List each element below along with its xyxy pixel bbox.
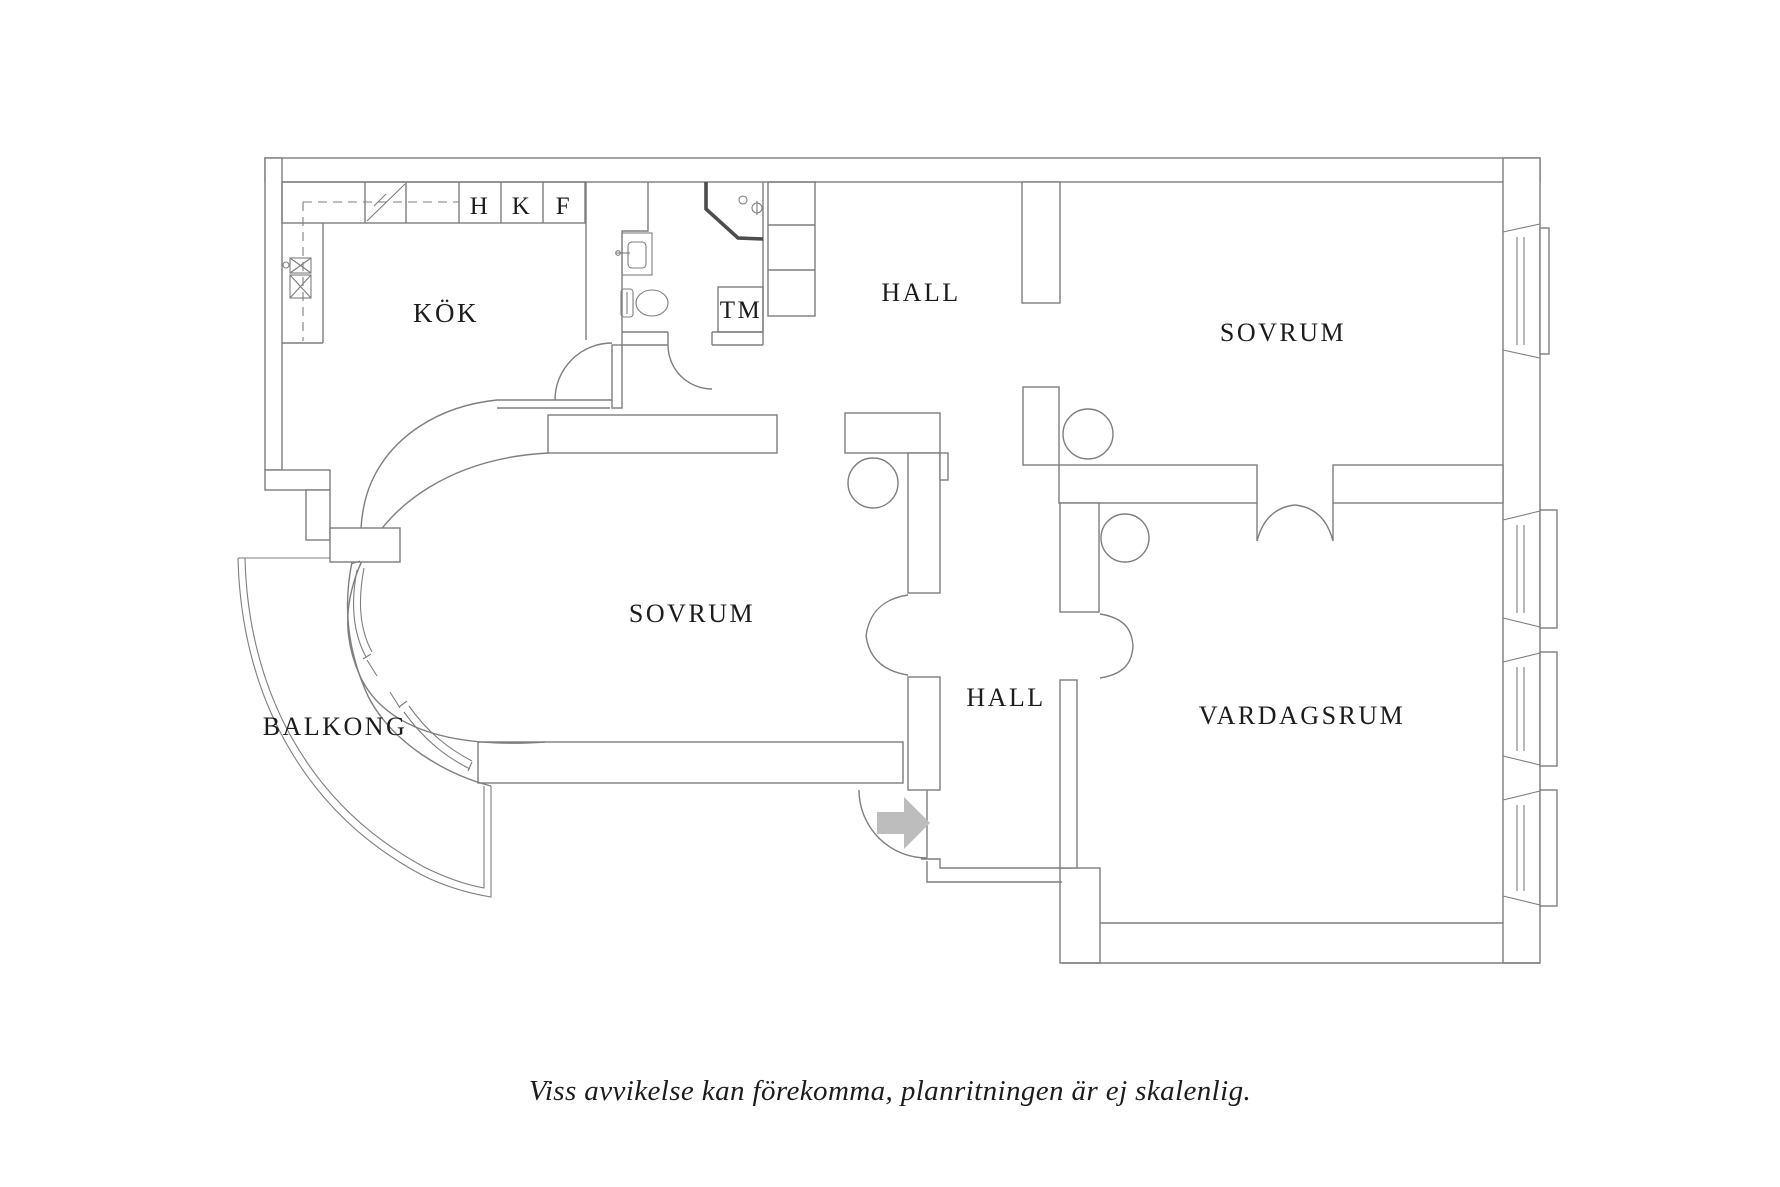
tiled-stoves bbox=[847, 408, 1150, 563]
label-washing-machine: TM bbox=[720, 297, 763, 324]
tiled-stove-icon-1 bbox=[847, 457, 899, 509]
balcony bbox=[237, 557, 492, 898]
french-door-sovrum-vardagsrum bbox=[1256, 503, 1334, 542]
interior-walls bbox=[477, 181, 1504, 869]
entry-wall-outer bbox=[926, 861, 1062, 883]
bathroom-south-wall bbox=[622, 331, 763, 346]
curved-window-1-glass-b bbox=[359, 567, 373, 653]
entry-wall-inner bbox=[921, 858, 1062, 869]
kitchen-door-jamb bbox=[611, 344, 623, 409]
windows-east bbox=[1502, 223, 1558, 907]
wall-sovrum-center-south bbox=[477, 741, 904, 784]
label-cabinet-f: F bbox=[556, 193, 572, 220]
curve-step-box bbox=[329, 527, 401, 563]
wall-hall-west-lower bbox=[907, 676, 941, 791]
wall-sovrum-ne-south-left bbox=[1058, 464, 1258, 504]
toilet-icon bbox=[620, 288, 669, 318]
wall-west bbox=[264, 157, 283, 471]
wall-notch bbox=[939, 452, 949, 481]
bathroom-west-wall bbox=[621, 182, 649, 345]
label-hall-lower: HALL bbox=[966, 683, 1045, 712]
label-balkong: BALKONG bbox=[263, 712, 408, 741]
washing-machine-box bbox=[717, 286, 764, 333]
label-vardagsrum: VARDAGSRUM bbox=[1199, 701, 1406, 730]
wall-sovrum-center-north bbox=[547, 414, 778, 454]
entrance-door bbox=[858, 789, 930, 859]
window-vardagsrum-3 bbox=[1502, 789, 1558, 907]
curved-window-2-glass-a bbox=[403, 711, 471, 770]
tiled-stove-icon-3 bbox=[1100, 513, 1150, 563]
wall-vardagsrum-west-lower bbox=[1059, 679, 1078, 869]
curve-inner-room bbox=[347, 452, 549, 744]
wall-vardagsrum-west-upper bbox=[1059, 502, 1100, 613]
wall-north bbox=[264, 157, 1541, 183]
label-hall-upper: HALL bbox=[881, 278, 960, 307]
bathroom-door-arc bbox=[667, 344, 713, 390]
label-cabinet-k: K bbox=[512, 193, 533, 220]
wall-sovrum-ne-south-right bbox=[1332, 464, 1504, 504]
curved-window-2-glass-b bbox=[408, 705, 473, 762]
wall-west-lower bbox=[305, 489, 331, 541]
window-vardagsrum-1 bbox=[1502, 509, 1558, 629]
french-door-sovrum-hall bbox=[865, 594, 909, 676]
kitchen bbox=[281, 181, 623, 409]
curve-outer-lower bbox=[346, 561, 492, 787]
shower-drain-icon bbox=[738, 195, 748, 205]
label-cabinet-h: H bbox=[470, 193, 491, 220]
ventilation-shaft-icon bbox=[282, 257, 312, 299]
tiled-stove-icon-2 bbox=[1062, 408, 1114, 460]
closet-column bbox=[767, 181, 816, 317]
washbasin-icon bbox=[615, 232, 653, 276]
wall-hall-west-upper bbox=[907, 452, 941, 594]
window-sovrum-ne bbox=[1502, 223, 1550, 359]
wall-west-step bbox=[264, 469, 331, 491]
wall-hall-sovrum-stub-s bbox=[1022, 386, 1060, 466]
kitchen-counter bbox=[281, 181, 586, 224]
curve-outer-upper bbox=[360, 399, 498, 529]
wall-hall-sovrum-stub-n bbox=[1021, 181, 1061, 304]
curved-window-1-glass-a bbox=[352, 569, 367, 658]
window-vardagsrum-2 bbox=[1502, 651, 1558, 767]
curved-wall bbox=[329, 399, 549, 787]
wall-south-corner-block bbox=[1059, 867, 1101, 964]
entrance-arrow-icon bbox=[877, 797, 930, 849]
label-sovrum-ne: SOVRUM bbox=[1220, 318, 1346, 347]
wall-hall-corner bbox=[844, 412, 941, 454]
curved-window-ticks bbox=[350, 560, 473, 772]
shower-icon bbox=[704, 182, 764, 241]
shower-faucet-icon bbox=[751, 201, 763, 215]
bathroom bbox=[615, 181, 816, 390]
doors bbox=[858, 503, 1334, 859]
label-kok: KÖK bbox=[413, 298, 479, 328]
balcony-railing-outer bbox=[237, 557, 492, 898]
french-door-hall-vardagsrum bbox=[1099, 613, 1134, 679]
label-sovrum-center: SOVRUM bbox=[629, 599, 755, 628]
balcony-railing-inner bbox=[244, 557, 485, 889]
label-caption: Viss avvikelse kan förekomma, planritnin… bbox=[529, 1075, 1251, 1107]
kitchen-door-arc bbox=[554, 342, 613, 401]
